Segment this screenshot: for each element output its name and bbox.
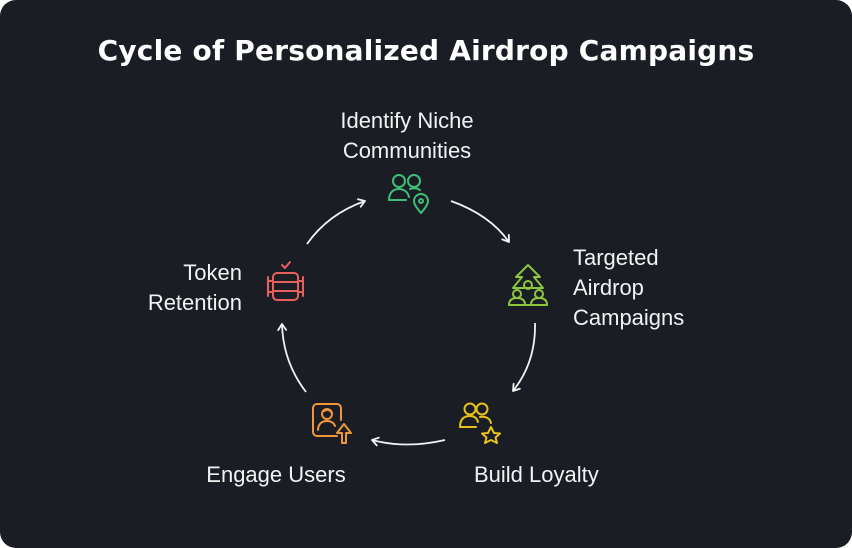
step-label-engage-line1: Engage Users	[206, 462, 346, 487]
step-label-loyalty-line1: Build Loyalty	[474, 462, 599, 487]
step-label-targeted-line1: Targeted	[573, 245, 659, 270]
step-label-targeted: Targeted Airdrop Campaigns	[573, 243, 733, 333]
step-label-engage: Engage Users	[186, 460, 366, 490]
group-target-tree-icon	[508, 264, 548, 306]
user-upload-icon	[312, 403, 352, 444]
step-label-retention: Token Retention	[92, 258, 242, 318]
step-label-targeted-line3: Campaigns	[573, 305, 685, 330]
users-star-icon	[459, 402, 501, 444]
step-label-retention-line1: Token	[183, 260, 242, 285]
step-label-targeted-line2: Airdrop	[573, 275, 644, 300]
step-label-identify-line1: Identify Niche	[340, 108, 474, 133]
step-label-identify-line2: Communities	[342, 138, 472, 163]
token-stack-check-icon	[267, 261, 304, 301]
step-label-loyalty: Build Loyalty	[474, 460, 634, 490]
arrow-targeted-to-loyalty	[512, 322, 536, 392]
step-label-retention-line2: Retention	[147, 290, 242, 315]
diagram-title: Cycle of Personalized Airdrop Campaigns	[97, 34, 755, 67]
arrow-identify-to-targeted	[450, 200, 510, 243]
community-location-icon	[388, 174, 429, 214]
arrow-retention-to-identify	[306, 198, 366, 245]
arrow-engage-to-retention	[277, 323, 307, 393]
step-label-identify: Identify Niche Communities	[307, 106, 507, 166]
arrow-loyalty-to-engage	[371, 436, 446, 447]
